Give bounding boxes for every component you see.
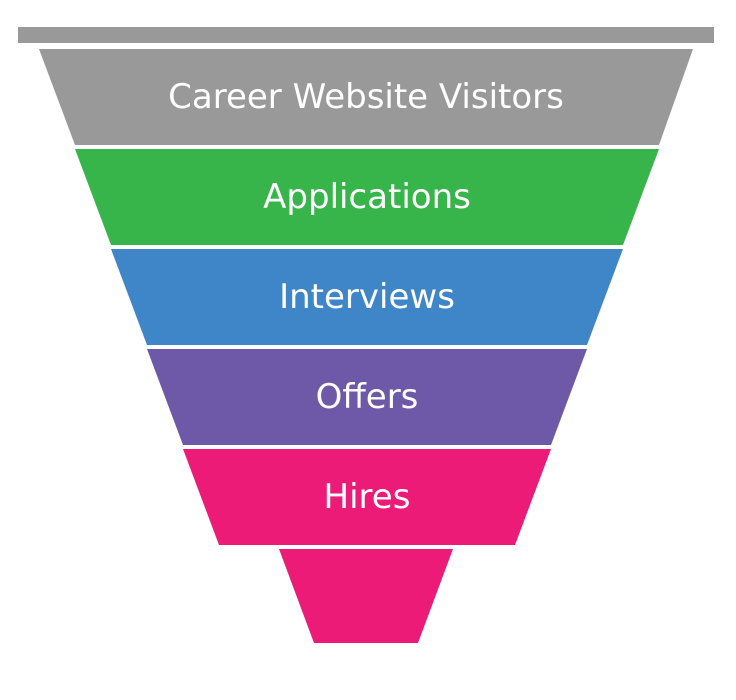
funnel-band bbox=[147, 349, 587, 445]
funnel-stage-label: Career Website Visitors bbox=[168, 77, 564, 117]
funnel-stage-label: Hires bbox=[324, 477, 411, 517]
funnel-stage-interviews: Interviews bbox=[111, 249, 623, 345]
funnel-stage-label: Offers bbox=[316, 377, 419, 417]
funnel-stage-applications: Applications bbox=[75, 149, 659, 245]
funnel-stage-label: Interviews bbox=[279, 277, 455, 317]
funnel-stage-label: Applications bbox=[263, 177, 471, 217]
funnel-band bbox=[111, 249, 623, 345]
funnel-band bbox=[75, 149, 659, 245]
funnel-band bbox=[39, 49, 693, 145]
funnel-stage-offers: Offers bbox=[147, 349, 587, 445]
funnel-stage-visitors: Career Website Visitors bbox=[39, 49, 693, 145]
funnel-stage-hires: Hires bbox=[183, 449, 551, 545]
funnel-top-bar bbox=[18, 27, 714, 43]
funnel-stage-tip bbox=[279, 549, 453, 643]
funnel-band bbox=[279, 549, 453, 643]
funnel-band bbox=[183, 449, 551, 545]
